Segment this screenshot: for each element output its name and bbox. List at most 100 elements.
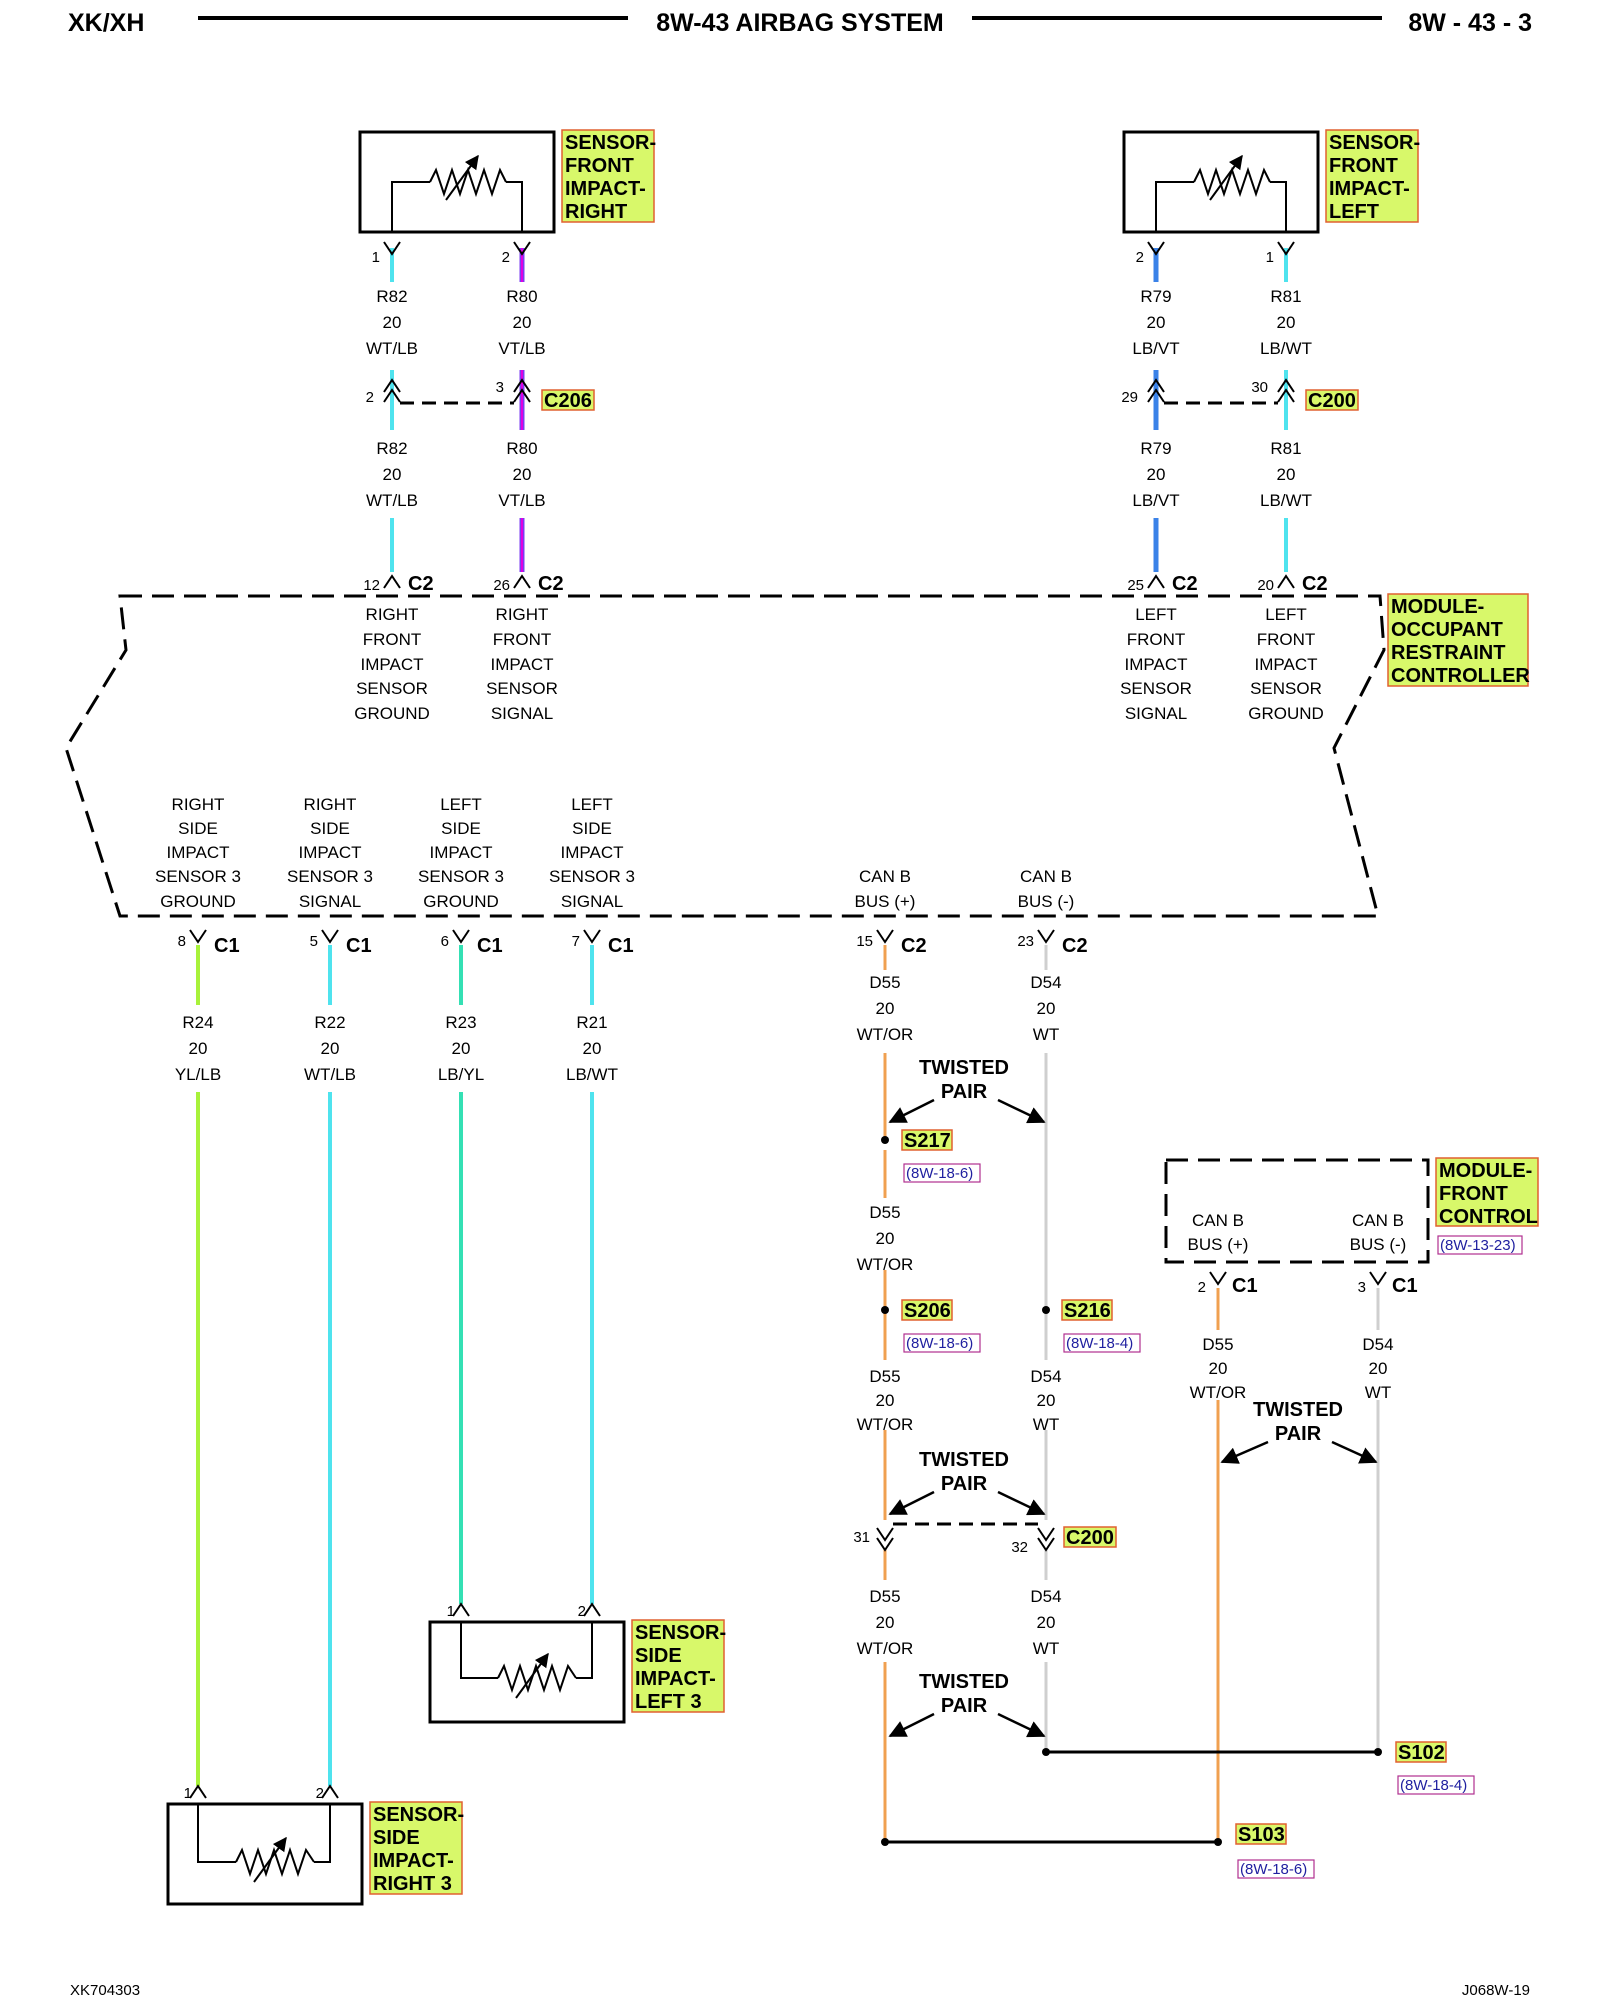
pin-description: IMPACT [299,843,362,862]
pin-description: GROUND [354,704,430,723]
pin-description: LEFT [571,795,613,814]
circuit-color: WT [1033,1415,1059,1434]
component-label: MODULE- [1391,596,1484,618]
pin-label: 15 [856,933,873,950]
pin-description: SENSOR 3 [155,867,241,886]
circuit-id: D55 [1202,1335,1233,1354]
pin-description: LEFT [440,795,482,814]
connector-label: C206 [544,390,592,412]
connector-label: C1 [214,935,240,957]
circuit-color: WT [1365,1383,1391,1402]
pin-label: 2 [316,1785,324,1802]
circuit-color: WT/LB [366,491,418,510]
twisted-pair-label: TWISTED [919,1671,1009,1693]
connector-label: C1 [1232,1275,1258,1297]
circuit-color: WT/OR [1190,1383,1247,1402]
component-label: RESTRAINT [1391,642,1505,664]
component-label: RIGHT [565,201,627,223]
twisted-pair-annotation: TWISTED PAIR [888,1449,1046,1516]
reference-link[interactable]: (8W-18-4) [1400,1777,1467,1794]
pin-description: CAN B [859,867,911,886]
pin-label: 23 [1017,933,1034,950]
circuit-color: WT/OR [857,1639,914,1658]
circuit-id: D55 [869,1203,900,1222]
page-footer: XK704303 J068W-19 [70,1982,1530,1999]
splice-label: S103 [1238,1824,1285,1846]
component-label: IMPACT- [635,1668,716,1690]
orc-c2-top-pins: 12 C2 26 C2 25 C2 20 C2 [363,573,1327,595]
pin-label: 1 [447,1603,455,1620]
pin-label: 32 [1011,1539,1028,1556]
circuit-id: R82 [376,287,407,306]
circuit-id: R79 [1140,439,1171,458]
pin-description: IMPACT [1125,655,1188,674]
reference-link[interactable]: (8W-18-6) [906,1335,973,1352]
circuit-color: WT [1033,1639,1059,1658]
circuit-gauge: 20 [1037,999,1056,1018]
connector-c200-top: 29 30 C200 [1121,378,1359,412]
pin-description: IMPACT [430,843,493,862]
component-label: SIDE [635,1645,682,1667]
sensor-front-impact-right: 1 2 SENSOR- FRONT IMPACT- RIGHT [358,129,656,266]
circuit-gauge: 20 [321,1039,340,1058]
pin-description: SENSOR 3 [418,867,504,886]
circuit-gauge: 20 [1369,1359,1388,1378]
connector-label: C2 [408,573,434,595]
twisted-pair-annotation: TWISTED PAIR [1220,1399,1378,1464]
component-label: MODULE- [1439,1160,1532,1182]
circuit-id: R80 [506,439,537,458]
circuit-color: VT/LB [498,491,545,510]
circuit-gauge: 20 [583,1039,602,1058]
circuit-id: D54 [1362,1335,1393,1354]
pin-label: 5 [310,933,318,950]
splice-s206: S206 (8W-18-6) [881,1299,981,1353]
pin-label: 8 [178,933,186,950]
splice-s216: S216 (8W-18-4) [1042,1299,1141,1353]
component-label: CONTROLLER [1391,665,1530,687]
reference-link[interactable]: (8W-18-6) [1240,1861,1307,1878]
circuit-id: D55 [869,973,900,992]
component-label: CONTROL [1439,1206,1538,1228]
pin-label: 2 [366,389,374,406]
component-label: IMPACT- [1329,178,1410,200]
circuit-id: D54 [1030,973,1061,992]
pin-description: FRONT [1257,630,1316,649]
connector-label: C1 [477,935,503,957]
component-label: RIGHT 3 [373,1873,452,1895]
pin-description: SIDE [441,819,481,838]
pin-label: 29 [1121,389,1138,406]
circuit-color: LB/WT [1260,339,1312,358]
component-label: SENSOR- [635,1622,726,1644]
pin-label: 1 [1266,249,1274,266]
module-front-control: CAN B BUS (+) CAN B BUS (-) MODULE- FRON… [1164,1157,1539,1297]
pin-description: CAN B [1020,867,1072,886]
circuit-color: LB/VT [1132,491,1179,510]
circuit-gauge: 20 [876,999,895,1018]
splice-label: S102 [1398,1742,1445,1764]
orc-pin-descriptions-top: RIGHT FRONT IMPACT SENSOR GROUND RIGHT F… [354,605,1324,723]
connector-label: C200 [1308,390,1356,412]
twisted-pair-annotation: TWISTED PAIR [888,1671,1046,1738]
pin-description: SIDE [572,819,612,838]
pin-description: IMPACT [1255,655,1318,674]
component-label: FRONT [1439,1183,1508,1205]
circuit-id: R21 [576,1013,607,1032]
pin-description: SENSOR [486,679,558,698]
component-label: LEFT 3 [635,1691,702,1713]
pin-label: 12 [363,577,380,594]
twisted-pair-label: TWISTED [1253,1399,1343,1421]
twisted-pair-label: TWISTED [919,1057,1009,1079]
pin-label: 30 [1251,379,1268,396]
pin-description: RIGHT [366,605,419,624]
connector-label: C1 [608,935,634,957]
front-circuit-labels: R82 20 WT/LB R80 20 VT/LB R82 20 WT/LB R… [366,287,1312,510]
circuit-color: LB/WT [1260,491,1312,510]
reference-link[interactable]: (8W-13-23) [1440,1237,1516,1254]
pin-description: LEFT [1265,605,1307,624]
component-label: SENSOR- [565,132,656,154]
reference-link[interactable]: (8W-18-6) [906,1165,973,1182]
pin-description: IMPACT [167,843,230,862]
pin-description: SIDE [178,819,218,838]
reference-link[interactable]: (8W-18-4) [1066,1335,1133,1352]
twisted-pair-annotation: TWISTED PAIR [888,1057,1046,1124]
